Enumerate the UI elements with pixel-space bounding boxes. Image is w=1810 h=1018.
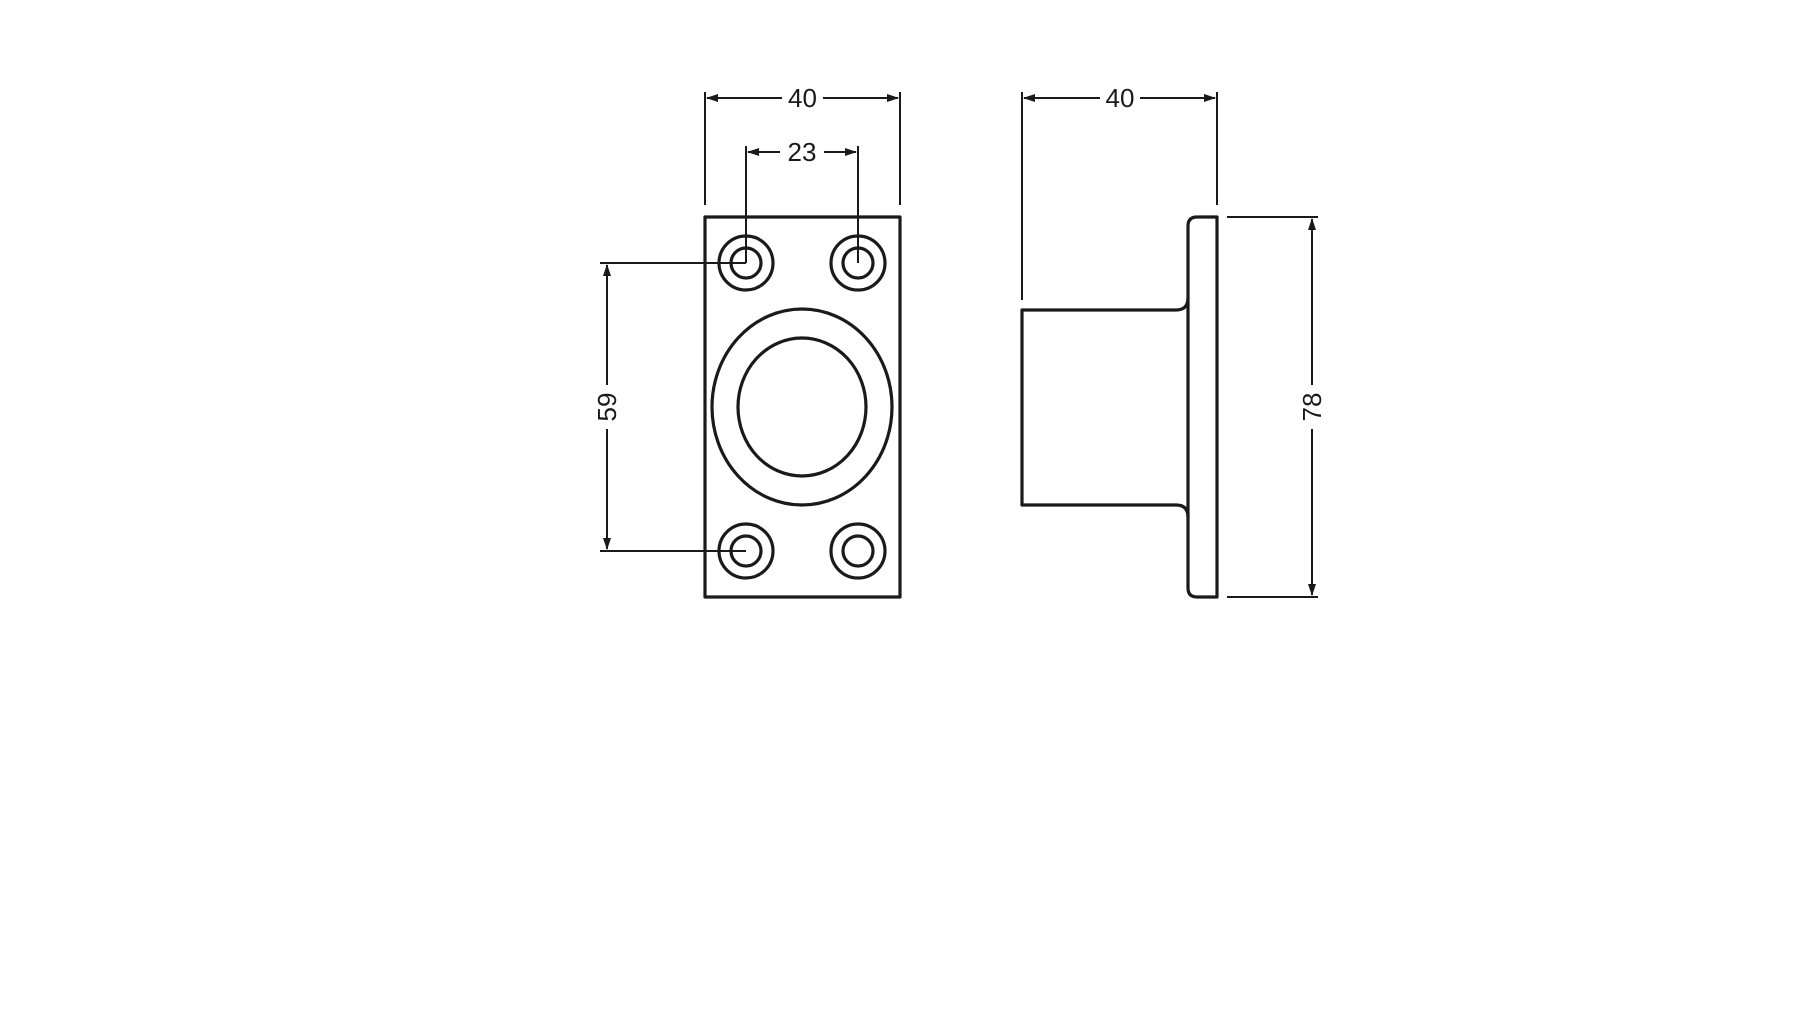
hole-spacing-horizontal-dimension: 23: [745, 137, 859, 263]
side-view-body: [1020, 296, 1190, 519]
center-boss-outer: [710, 307, 894, 507]
hole-spacing-vertical-label: 59: [592, 393, 622, 422]
overall-height-label: 78: [1297, 393, 1327, 422]
side-view: [1020, 215, 1219, 599]
side-depth-dimension: 40: [1021, 83, 1218, 300]
overall-height-dimension: 78: [1227, 216, 1327, 598]
front-width-label: 40: [788, 83, 817, 113]
front-view: [703, 215, 902, 599]
front-view-plate-outline: [703, 215, 902, 599]
side-depth-label: 40: [1106, 83, 1135, 113]
hole-spacing-horizontal-label: 23: [788, 137, 817, 167]
front-width-dimension: 40: [704, 83, 901, 205]
bottom-right-screw-hole-outer: [829, 522, 887, 580]
center-boss-inner: [736, 336, 868, 478]
bottom-right-screw-hole-inner: [841, 534, 875, 568]
side-view-flange: [1186, 215, 1219, 599]
hole-spacing-vertical-dimension: 59: [592, 262, 746, 552]
